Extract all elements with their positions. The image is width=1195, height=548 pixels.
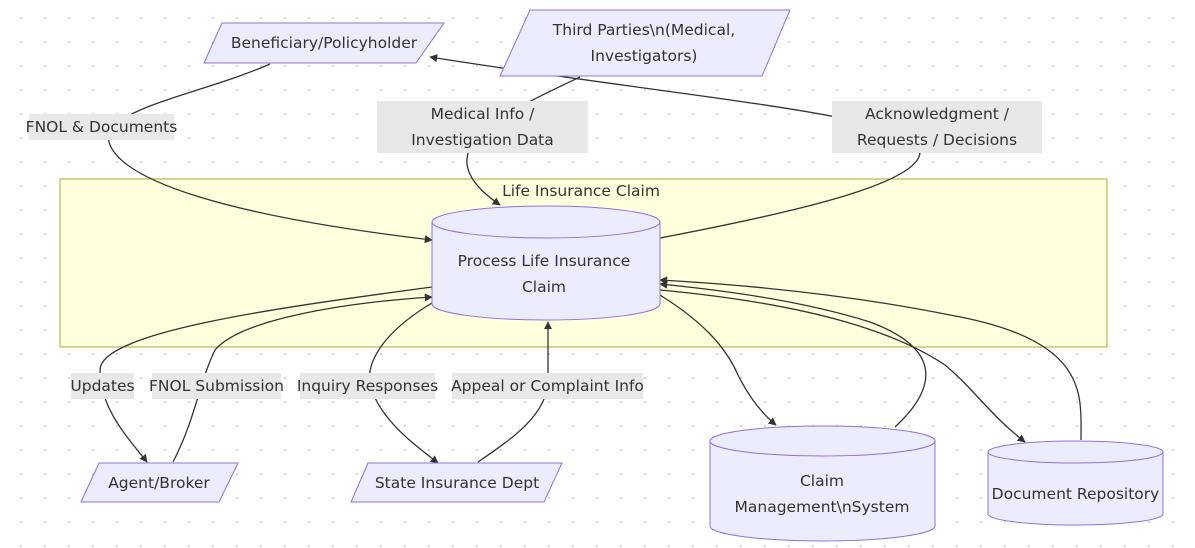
svg-text:Inquiry Responses: Inquiry Responses: [297, 377, 438, 395]
edge-label-appeal-complaint: Appeal or Complaint Info: [451, 373, 644, 399]
node-state-insurance-dept: State Insurance Dept: [350, 462, 563, 503]
svg-text:Claim: Claim: [800, 472, 844, 490]
node-third-parties: Third Parties\n(Medical, Investigators): [499, 9, 791, 77]
edge-label-medical-info: Medical Info / Investigation Data: [377, 101, 588, 153]
edge-label-fnol-docs: FNOL & Documents: [26, 114, 178, 140]
svg-text:Process Life Insurance: Process Life Insurance: [458, 252, 631, 270]
node-process-life-insurance-claim: Process Life Insurance Claim: [431, 205, 661, 321]
svg-text:Beneficiary/Policyholder: Beneficiary/Policyholder: [231, 34, 418, 52]
svg-text:Investigators): Investigators): [591, 47, 698, 65]
svg-text:Investigation Data: Investigation Data: [411, 131, 554, 149]
node-claim-management-system: Claim Management\nSystem: [709, 425, 936, 542]
svg-text:Management\nSystem: Management\nSystem: [735, 498, 910, 516]
edge-label-updates: Updates: [70, 373, 135, 399]
svg-text:State Insurance Dept: State Insurance Dept: [375, 474, 539, 492]
node-document-repository: Document Repository: [987, 440, 1164, 526]
svg-text:Requests / Decisions: Requests / Decisions: [857, 131, 1017, 149]
svg-text:FNOL Submission: FNOL Submission: [149, 377, 284, 395]
edge-process-to-cms: [659, 294, 777, 426]
cluster-label: Life Insurance Claim: [502, 182, 660, 200]
svg-text:Third Parties\n(Medical,: Third Parties\n(Medical,: [552, 21, 735, 39]
edge-process-to-agent: [99, 286, 433, 463]
svg-text:Medical Info /: Medical Info /: [431, 105, 536, 123]
svg-text:Agent/Broker: Agent/Broker: [108, 474, 210, 492]
svg-text:Acknowledgment /: Acknowledgment /: [865, 105, 1010, 123]
svg-text:FNOL & Documents: FNOL & Documents: [26, 118, 178, 136]
edge-beneficiary-to-process: [107, 63, 433, 244]
node-beneficiary-policyholder: Beneficiary/Policyholder: [203, 22, 445, 64]
svg-text:Claim: Claim: [522, 278, 566, 296]
edge-label-inquiry-responses: Inquiry Responses: [297, 373, 438, 399]
edge-doc-repo-to-process: [659, 276, 1082, 441]
edge-label-fnol-submission: FNOL Submission: [149, 373, 284, 399]
svg-text:Updates: Updates: [70, 377, 134, 395]
svg-text:Appeal or Complaint Info: Appeal or Complaint Info: [451, 377, 644, 395]
edge-agent-to-process: [172, 293, 433, 463]
node-agent-broker: Agent/Broker: [80, 462, 239, 503]
edge-process-to-doc-repo: [659, 289, 1026, 443]
edge-cms-to-process: [659, 280, 927, 428]
edge-label-acknowledgment: Acknowledgment / Requests / Decisions: [832, 101, 1042, 153]
svg-text:Document Repository: Document Repository: [992, 485, 1160, 503]
